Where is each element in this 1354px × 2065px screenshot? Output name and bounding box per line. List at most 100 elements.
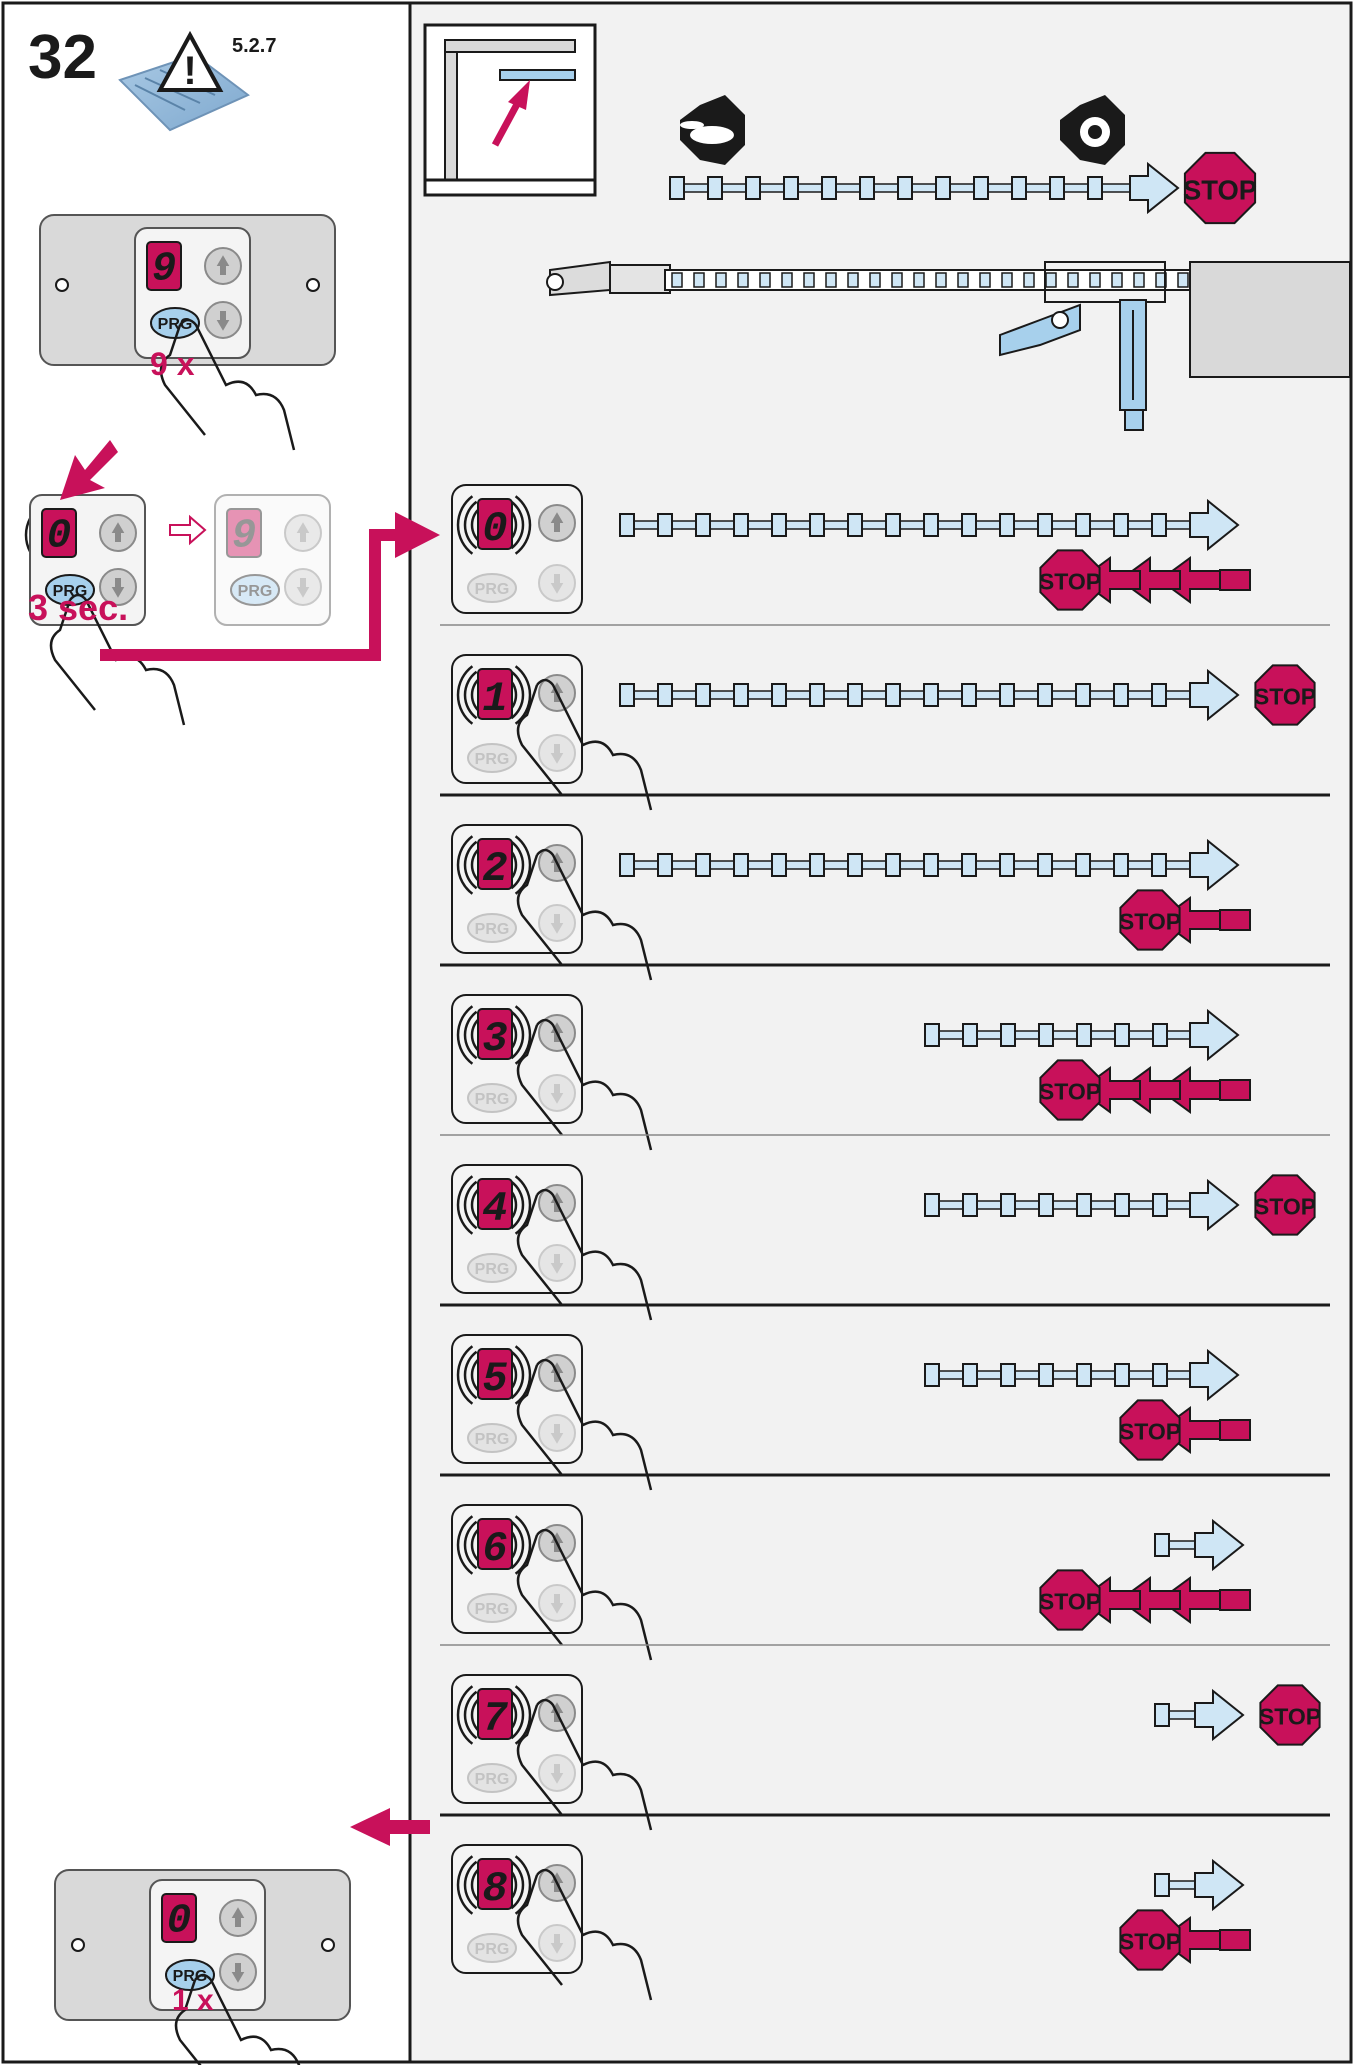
row-1-digit: 1 <box>482 675 507 723</box>
row-8-hand <box>516 1868 653 2001</box>
svg-text:PRG: PRG <box>475 581 510 598</box>
svg-text:PRG: PRG <box>475 921 510 938</box>
row-6-stop-sign: STOP <box>1039 1569 1101 1631</box>
svg-text:STOP: STOP <box>1039 1589 1101 1615</box>
svg-text:PRG: PRG <box>173 1968 208 1985</box>
row-6-down-button[interactable] <box>538 1584 576 1622</box>
top-keypad-down-button[interactable] <box>204 301 242 339</box>
row-4-down-button[interactable] <box>538 1244 576 1282</box>
row-0-chain <box>619 498 1240 552</box>
bottom-pressing-hand <box>174 1973 301 2065</box>
row-3-down-button[interactable] <box>538 1074 576 1112</box>
row-7-digit: 7 <box>482 1695 508 1743</box>
row-7-chain <box>1154 1688 1245 1742</box>
top-keypad-prg-button[interactable]: PRG <box>150 307 200 339</box>
row-4-display: 4 <box>477 1178 513 1233</box>
row-4-hand <box>516 1188 653 1321</box>
svg-text:9: 9 <box>152 246 176 292</box>
row-7-prg-button[interactable]: PRG <box>467 1763 517 1793</box>
row-6-chain <box>1154 1518 1245 1572</box>
row-3-hand <box>516 1018 653 1151</box>
speed-chain-arrow <box>669 161 1180 215</box>
row-4-prg-button[interactable]: PRG <box>467 1253 517 1283</box>
drive-mechanism <box>546 260 1351 431</box>
row-2-chain <box>619 838 1240 892</box>
row-2-prg-button[interactable]: PRG <box>467 913 517 943</box>
svg-text:PRG: PRG <box>475 1941 510 1958</box>
row-2-display: 2 <box>477 838 513 893</box>
row-8-display: 8 <box>477 1858 513 1913</box>
row-2-hand <box>516 848 653 981</box>
row-8-prg-button[interactable]: PRG <box>467 1933 517 1963</box>
row-5-stop-sign: STOP <box>1119 1399 1181 1461</box>
row-5-digit: 5 <box>482 1355 507 1403</box>
row-3-stop-sign: STOP <box>1039 1059 1101 1121</box>
bottom-keypad-up-button[interactable] <box>219 1899 257 1937</box>
svg-text:PRG: PRG <box>158 316 193 333</box>
row-5-chain <box>924 1348 1240 1402</box>
press-count-label: 9 x <box>150 346 195 382</box>
hold-keypad-to-display: 9 <box>226 508 262 559</box>
hold-keypad-to-up-button[interactable] <box>284 514 322 552</box>
row-1-stop-sign: STOP <box>1254 664 1316 726</box>
final-press-count-label: 1 x <box>172 1984 214 2017</box>
row-6-digit: 6 <box>482 1525 507 1573</box>
row-2-digit: 2 <box>482 845 507 893</box>
bottom-keypad-prg-button[interactable]: PRG <box>165 1959 215 1991</box>
top-keypad-display: 9 <box>146 241 182 292</box>
row-6-hand <box>516 1528 653 1661</box>
row-6-prg-button[interactable]: PRG <box>467 1593 517 1623</box>
hold-keypad-from-display: 0 <box>41 508 77 559</box>
hold-keypad-to-prg-button[interactable]: PRG <box>230 574 280 606</box>
row-1-chain <box>619 668 1240 722</box>
svg-text:9: 9 <box>232 513 256 559</box>
svg-text:STOP: STOP <box>1039 1079 1101 1105</box>
row-1-down-button[interactable] <box>538 734 576 772</box>
row-4-digit: 4 <box>482 1185 507 1233</box>
row-0-digit: 0 <box>482 505 507 553</box>
row-4-chain <box>924 1178 1240 1232</box>
rabbit-icon <box>680 95 745 165</box>
row-2-down-button[interactable] <box>538 904 576 942</box>
row-7-hand <box>516 1698 653 1831</box>
row-7-stop-sign: STOP <box>1259 1684 1321 1746</box>
row-5-hand <box>516 1358 653 1491</box>
row-0-up-button[interactable] <box>538 504 576 542</box>
row-0-down-button[interactable] <box>538 564 576 602</box>
top-pressing-hand <box>159 318 296 451</box>
svg-text:STOP: STOP <box>1259 1704 1321 1730</box>
svg-text:!: ! <box>183 49 196 93</box>
top-keypad-up-button[interactable] <box>204 247 242 285</box>
row-8-chain <box>1154 1858 1245 1912</box>
hold-keypad-from-up-button[interactable] <box>99 514 137 552</box>
row-0-prg-button[interactable]: PRG <box>467 573 517 603</box>
row-1-display: 1 <box>477 668 513 723</box>
row-1-prg-button[interactable]: PRG <box>467 743 517 773</box>
row-5-down-button[interactable] <box>538 1414 576 1452</box>
row-8-down-button[interactable] <box>538 1924 576 1962</box>
row-7-down-button[interactable] <box>538 1754 576 1792</box>
stop-sign-top: STOP <box>1183 151 1257 225</box>
row-3-prg-button[interactable]: PRG <box>467 1083 517 1113</box>
row-5-prg-button[interactable]: PRG <box>467 1423 517 1453</box>
bottom-keypad-down-button[interactable] <box>219 1953 257 1991</box>
hold-keypad-from-down-button[interactable] <box>99 568 137 606</box>
svg-text:STOP: STOP <box>1183 174 1257 205</box>
hold-keypad-to-down-button[interactable] <box>284 568 322 606</box>
svg-text:0: 0 <box>47 513 71 559</box>
